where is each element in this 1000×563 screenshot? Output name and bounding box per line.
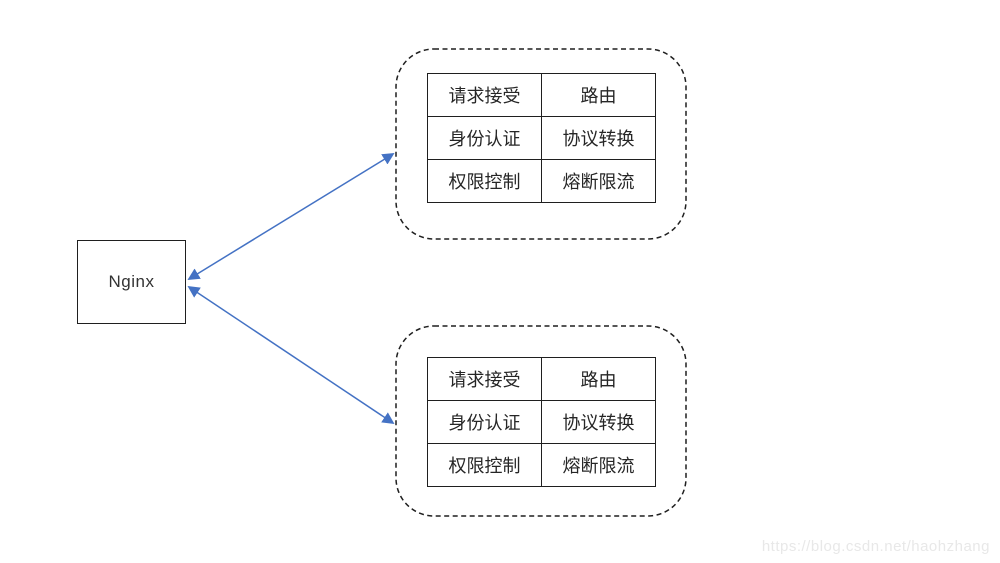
table-row: 请求接受 路由 <box>427 73 656 117</box>
gateway-bottom-table: 请求接受 路由 身份认证 协议转换 权限控制 熔断限流 <box>427 357 656 487</box>
gateway-top-dashed-border <box>395 48 687 240</box>
table-cell: 路由 <box>541 357 656 401</box>
watermark: https://blog.csdn.net/haohzhang <box>761 538 990 555</box>
table-cell: 协议转换 <box>541 116 656 160</box>
arrow-nginx-to-gateway-top <box>187 153 395 280</box>
gateway-group-bottom: 请求接受 路由 身份认证 协议转换 权限控制 熔断限流 <box>395 325 687 517</box>
gateway-bottom-dashed-border <box>395 325 687 517</box>
table-row: 权限控制 熔断限流 <box>427 443 656 487</box>
gateway-top-table: 请求接受 路由 身份认证 协议转换 权限控制 熔断限流 <box>427 73 656 203</box>
table-cell: 熔断限流 <box>541 159 656 203</box>
table-cell: 身份认证 <box>427 116 542 160</box>
gateway-group-top: 请求接受 路由 身份认证 协议转换 权限控制 熔断限流 <box>395 48 687 240</box>
table-row: 权限控制 熔断限流 <box>427 159 656 203</box>
nginx-node: Nginx <box>77 240 186 324</box>
table-cell: 请求接受 <box>427 73 542 117</box>
table-cell: 权限控制 <box>427 443 542 487</box>
dashed-rounded-rect <box>395 325 687 517</box>
dashed-rounded-rect <box>395 48 687 240</box>
table-row: 身份认证 协议转换 <box>427 400 656 444</box>
table-row: 身份认证 协议转换 <box>427 116 656 160</box>
arrow-nginx-to-gateway-bottom <box>187 286 395 424</box>
table-row: 请求接受 路由 <box>427 357 656 401</box>
table-cell: 协议转换 <box>541 400 656 444</box>
table-cell: 权限控制 <box>427 159 542 203</box>
nginx-label: Nginx <box>108 272 155 291</box>
table-cell: 请求接受 <box>427 357 542 401</box>
table-cell: 路由 <box>541 73 656 117</box>
table-cell: 熔断限流 <box>541 443 656 487</box>
table-cell: 身份认证 <box>427 400 542 444</box>
